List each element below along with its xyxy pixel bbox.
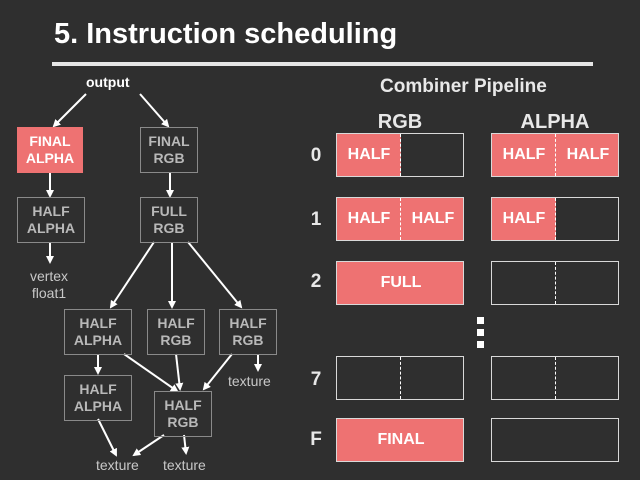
alpha-cell-1-left-label: HALF (502, 210, 546, 227)
arrow-full-rgb-to-half-rgb-right (187, 241, 243, 309)
node-final-rgb-line1: FINAL (148, 133, 190, 149)
row-label-1: 1 (310, 209, 322, 230)
rgb-cell-0-left-fill (337, 134, 401, 176)
float1-label: float1 (31, 285, 67, 301)
alpha-cell-1-divider (555, 198, 556, 240)
output-label: output (86, 74, 130, 90)
node-final-rgb-line2: RGB (153, 150, 185, 166)
node-half-alpha-mid-line1: HALF (79, 315, 117, 331)
arrow-full-rgb-to-half-alpha-mid (109, 241, 155, 309)
node-half-rgb-right-line2: RGB (232, 332, 264, 348)
arrow-half-rgb-low-to-texture-mid (181, 434, 190, 455)
node-half-alpha-low-line1: HALF (79, 381, 117, 397)
row-label-7: 7 (310, 369, 322, 390)
rgb-cell-0-left-label: HALF (347, 146, 391, 163)
rgb-cell-7-divider (400, 357, 401, 399)
alpha-cell-0: HALF HALF (491, 133, 619, 177)
alpha-cell-0-right-label: HALF (566, 146, 610, 163)
node-half-rgb-low-line2: RGB (167, 414, 199, 430)
column-header-alpha: ALPHA (520, 111, 590, 133)
arrow-half-alpha-low-to-texture (97, 418, 117, 457)
texture-label-left: texture (96, 457, 139, 473)
arrow-half-rgb-mid-to-half-rgb-low (175, 353, 184, 391)
rgb-cell-final-fill (337, 419, 463, 461)
node-half-alpha-top-line1: HALF (32, 203, 70, 219)
slide-title: 5. Instruction scheduling (54, 18, 398, 50)
alpha-cell-1: HALF (491, 197, 619, 241)
alpha-cell-7-divider (555, 357, 556, 399)
rgb-cell-0: HALF (336, 133, 464, 177)
ellipsis-dot-3 (477, 341, 484, 348)
pipeline-heading: Combiner Pipeline (380, 76, 547, 97)
alpha-cell-1-left-fill (492, 198, 556, 240)
row-label-2: 2 (310, 271, 322, 292)
alpha-cell-2 (491, 261, 619, 305)
alpha-cell-0-left-label: HALF (502, 146, 546, 163)
arrow-half-rgb-right-to-half-rgb-low (202, 353, 233, 391)
alpha-cell-final (491, 418, 619, 462)
row-label-0: 0 (310, 145, 322, 166)
node-half-rgb-mid-line1: HALF (157, 315, 195, 331)
rgb-cell-1: HALF HALF (336, 197, 464, 241)
alpha-cell-2-divider (555, 262, 556, 304)
alpha-cell-7 (491, 356, 619, 400)
node-full-rgb-line2: RGB (153, 220, 185, 236)
node-half-rgb-mid-line2: RGB (160, 332, 192, 348)
node-full-rgb-line1: FULL (151, 203, 187, 219)
node-half-alpha-low-line2: ALPHA (73, 398, 123, 414)
ellipsis-dot-1 (477, 317, 484, 324)
title-underline (52, 62, 593, 66)
texture-label-right: texture (228, 373, 271, 389)
vertex-label: vertex (29, 268, 69, 284)
rgb-cell-0-divider (400, 134, 401, 176)
rgb-cell-2-label: FULL (380, 274, 422, 291)
rgb-cell-1-right-label: HALF (411, 210, 455, 227)
arrow-half-alpha-mid-to-half-rgb-low (123, 353, 179, 393)
rgb-cell-final: FINAL (336, 418, 464, 462)
column-header-rgb: RGB (377, 111, 423, 133)
vertex-float1-label: vertex float1 (20, 268, 78, 302)
alpha-cell-0-divider (555, 134, 556, 176)
rgb-cell-7 (336, 356, 464, 400)
arrow-half-rgb-low-to-texture-left (132, 434, 165, 457)
node-final-alpha-line2: ALPHA (25, 150, 75, 166)
node-final-alpha-line1: FINAL (29, 133, 71, 149)
arrow-output-to-final-alpha (52, 93, 87, 128)
rgb-cell-1-divider (400, 198, 401, 240)
rgb-cell-final-label: FINAL (377, 431, 425, 448)
rgb-cell-2: FULL (336, 261, 464, 305)
rgb-cell-1-left-label: HALF (347, 210, 391, 227)
rgb-cell-2-fill (337, 262, 463, 304)
row-label-final: F (310, 429, 322, 450)
arrow-output-to-final-rgb (139, 93, 170, 128)
texture-label-mid: texture (163, 457, 206, 473)
node-half-rgb-low-line1: HALF (164, 397, 202, 413)
node-half-rgb-right-line1: HALF (229, 315, 267, 331)
node-half-alpha-mid-line2: ALPHA (73, 332, 123, 348)
node-half-alpha-top-line2: ALPHA (26, 220, 76, 236)
ellipsis-dot-2 (477, 329, 484, 336)
